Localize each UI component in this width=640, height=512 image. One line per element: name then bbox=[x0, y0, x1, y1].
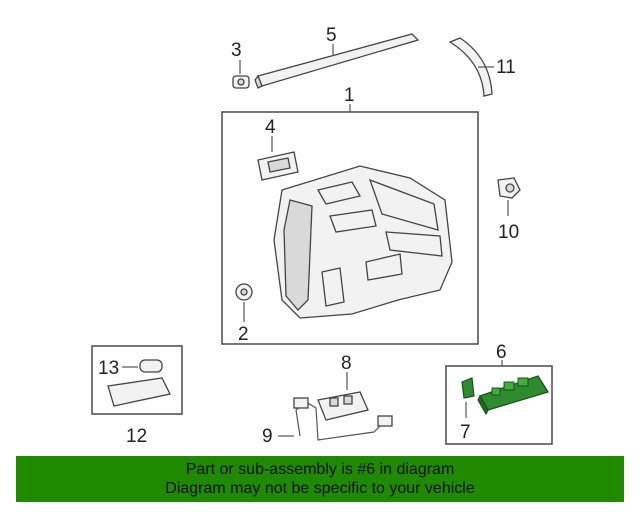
part-3-clip[interactable] bbox=[232, 75, 250, 89]
banner-line-2: Diagram may not be specific to your vehi… bbox=[165, 480, 475, 497]
callout-5: 5 bbox=[326, 25, 337, 46]
part-9-wire-harness[interactable] bbox=[293, 397, 393, 441]
part-1-door-trim-panel[interactable] bbox=[273, 165, 453, 319]
callout-6: 6 bbox=[496, 342, 507, 363]
part-7-bracket[interactable] bbox=[461, 377, 475, 399]
part-6-frame bbox=[445, 365, 553, 445]
banner-line-1: Part or sub-assembly is #6 in diagram bbox=[185, 461, 455, 478]
callout-4: 4 bbox=[265, 117, 276, 138]
part-6-master-window-switch[interactable] bbox=[477, 375, 550, 416]
part-12-pocket[interactable] bbox=[107, 377, 171, 407]
callout-8: 8 bbox=[341, 353, 352, 374]
part-8-switch[interactable] bbox=[317, 391, 369, 421]
callout-3: 3 bbox=[231, 40, 242, 61]
callout-11: 11 bbox=[496, 57, 516, 78]
callout-1: 1 bbox=[344, 85, 355, 106]
callout-2: 2 bbox=[238, 324, 249, 345]
part-13-cover[interactable] bbox=[139, 359, 163, 373]
callout-7: 7 bbox=[460, 422, 471, 443]
part-12-frame bbox=[91, 345, 183, 415]
callout-9: 9 bbox=[262, 426, 273, 447]
info-banner: Part or sub-assembly is #6 in diagram Di… bbox=[16, 456, 624, 502]
part-2-clip[interactable] bbox=[235, 283, 253, 301]
part-4-handle-bezel[interactable] bbox=[257, 151, 299, 181]
callout-13: 13 bbox=[98, 358, 119, 379]
callout-12: 12 bbox=[126, 426, 147, 447]
callout-10: 10 bbox=[498, 222, 519, 243]
part-5-belt-moulding[interactable] bbox=[254, 33, 420, 89]
part-10-retainer[interactable] bbox=[497, 177, 521, 199]
parts-diagram: 5 3 11 1 4 2 10 bbox=[91, 25, 553, 447]
